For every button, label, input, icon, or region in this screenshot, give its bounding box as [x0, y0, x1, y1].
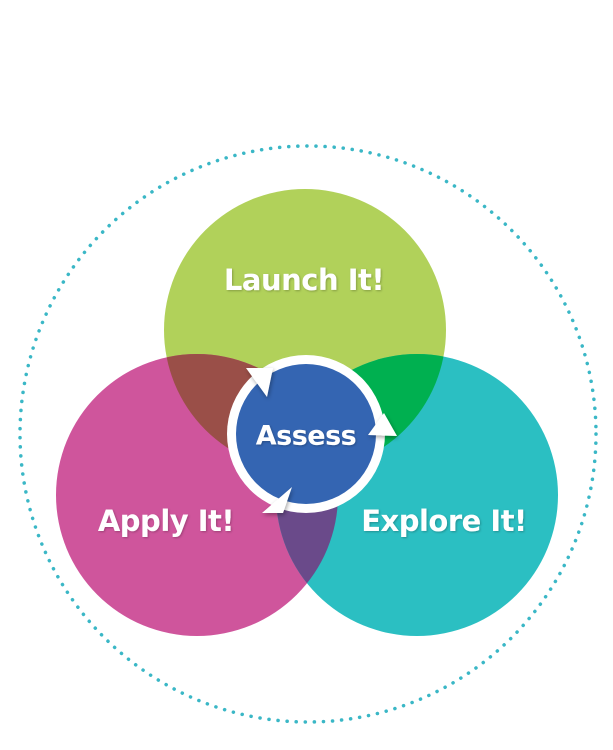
explore-label: Explore It!	[361, 504, 527, 538]
launch-label: Launch It!	[224, 263, 384, 297]
cycle-arrow-bottom-icon	[262, 487, 292, 513]
assess-label: Assess	[256, 421, 357, 452]
cycle-arrow-right-icon	[368, 413, 397, 436]
assess-circle	[236, 364, 376, 504]
outer-dotted-ring	[18, 144, 598, 724]
apply-label: Apply It!	[98, 504, 234, 538]
cycle-arrow-top-icon	[246, 368, 273, 397]
